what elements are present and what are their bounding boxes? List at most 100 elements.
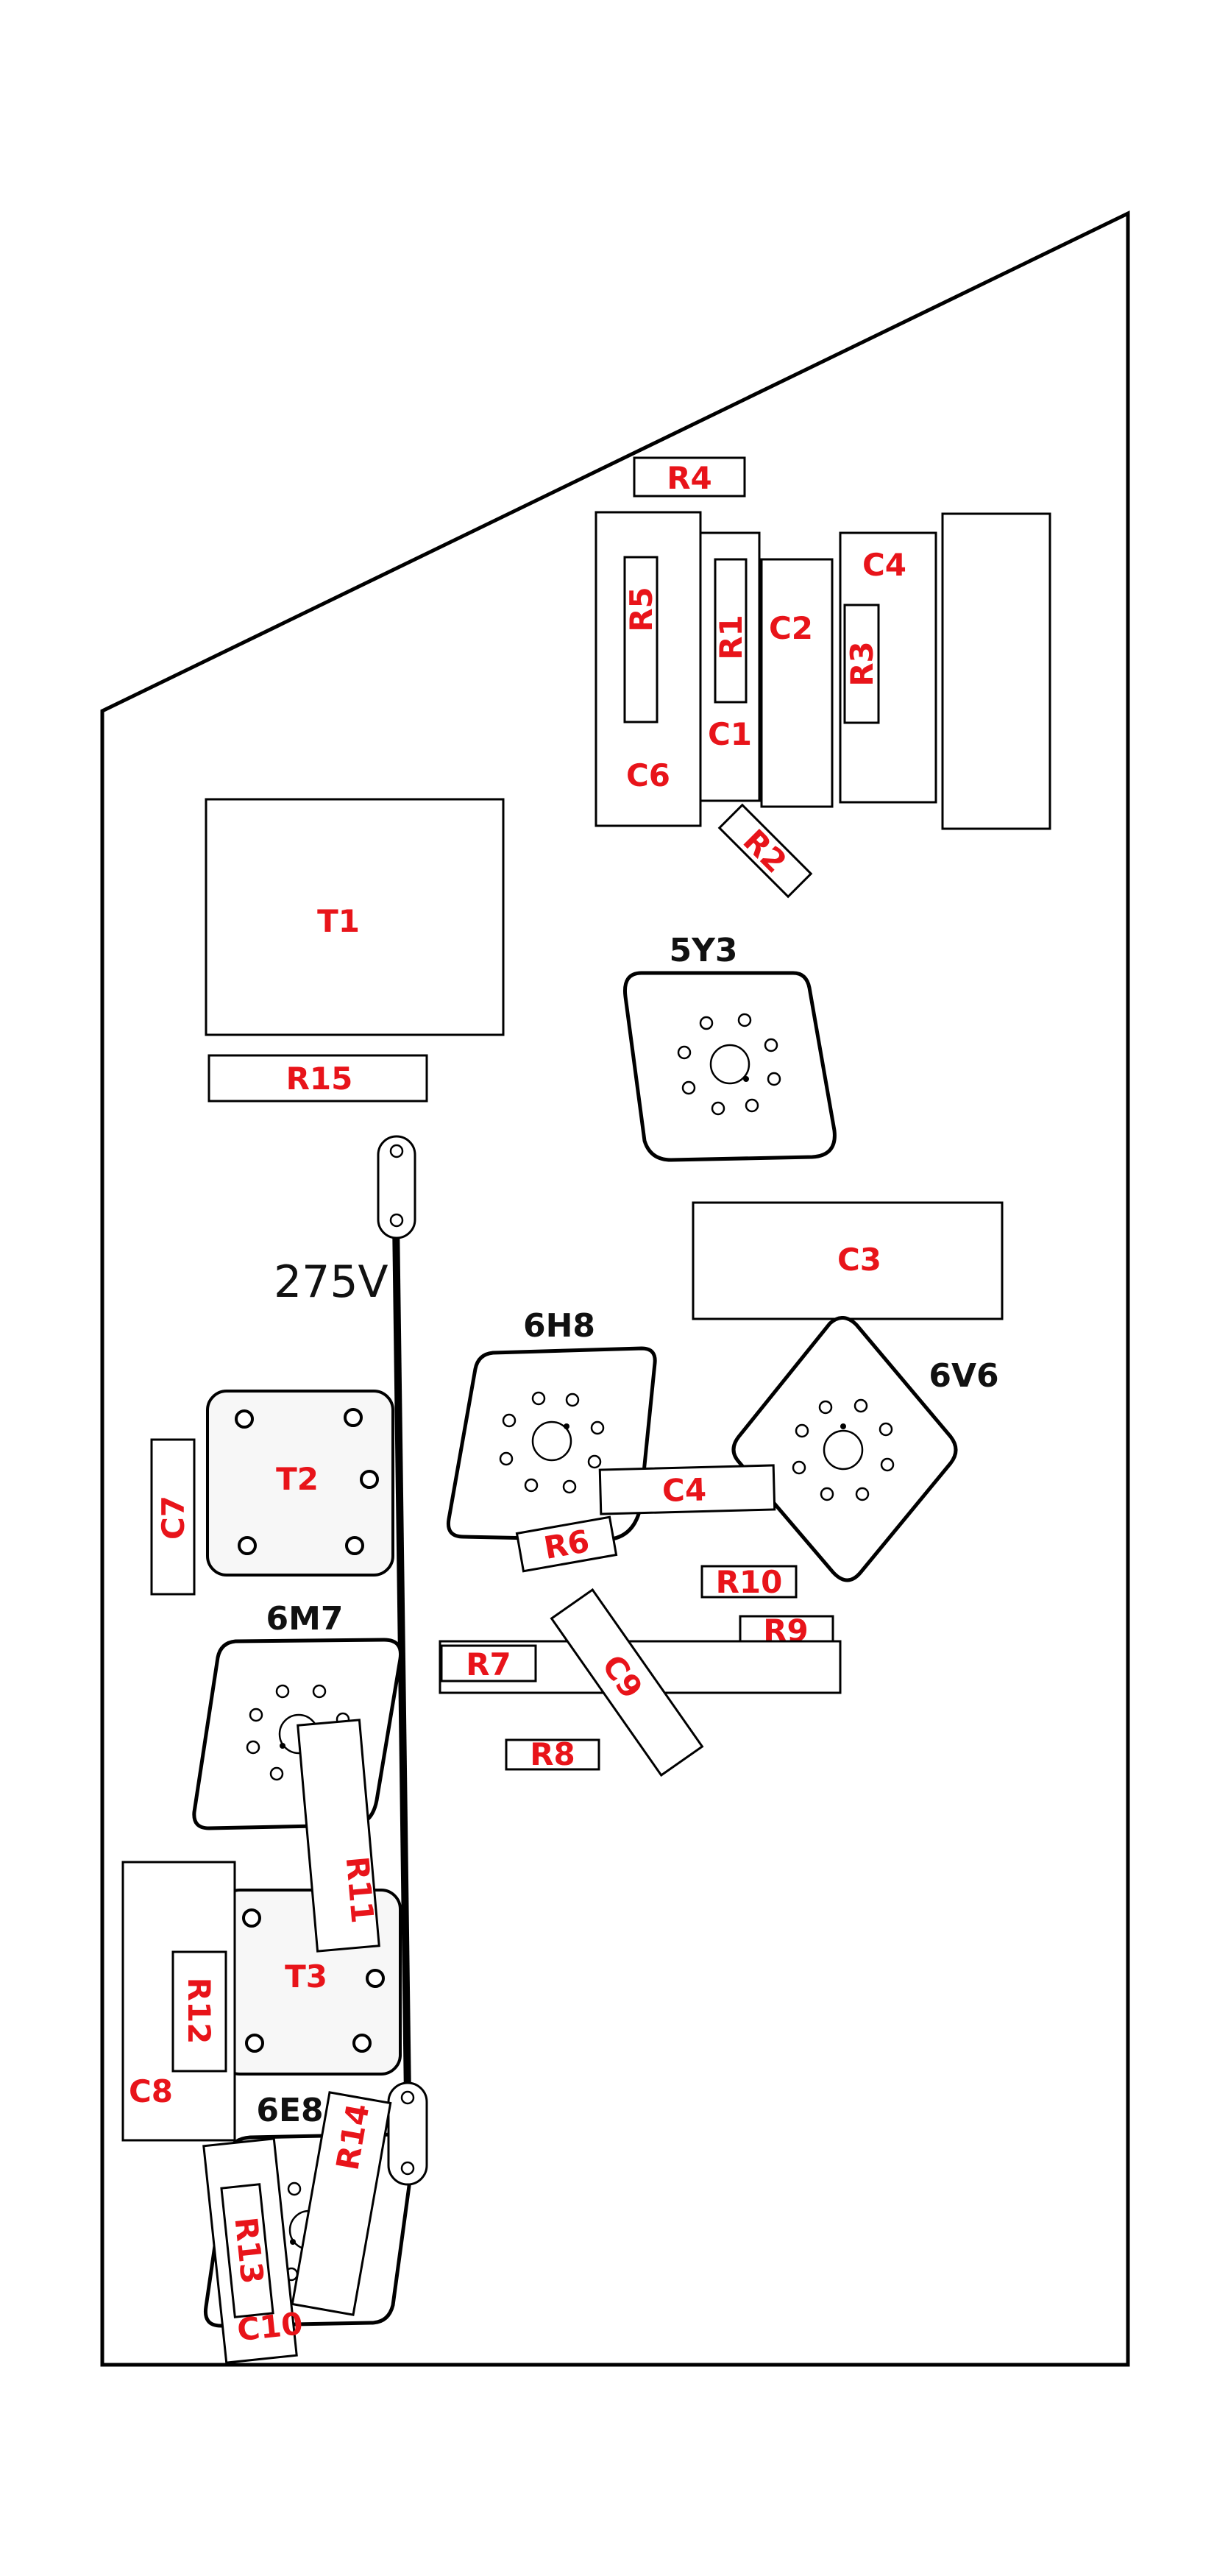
terminal-lug-bottom-hole <box>400 2090 415 2105</box>
r11-label: R11 <box>339 1855 381 1925</box>
r4-body <box>633 456 746 498</box>
r11-resistor: R11 <box>297 1719 381 1953</box>
tube-6h8-pin <box>565 1393 580 1407</box>
c7-label: C7 <box>155 1496 191 1540</box>
tube-6m7-pin <box>246 1740 260 1755</box>
tube-6h8-pin <box>499 1451 514 1466</box>
tube-6v6-label: 6V6 <box>929 1357 998 1395</box>
tube-5y3-label: 5Y3 <box>669 932 737 969</box>
tube-6h8-pin <box>531 1391 546 1406</box>
t2-transformer <box>206 1390 394 1577</box>
t2-mount-hole <box>344 1408 363 1427</box>
tube-6m7-pin <box>269 1766 284 1781</box>
r13-label: R13 <box>227 2215 270 2285</box>
tube-6v6-pin <box>792 1460 806 1475</box>
tube-5y3-key <box>743 1076 749 1082</box>
r2-resistor: R2 <box>717 803 813 899</box>
tube-5y3-pin <box>699 1016 714 1030</box>
tube-5y3-pin <box>745 1098 759 1113</box>
tube-6m7-label: 6M7 <box>266 1600 343 1638</box>
tube-5y3-pin <box>764 1038 778 1052</box>
unlabeled-capacitor-body <box>941 512 1051 830</box>
c1-label: C1 <box>708 716 752 752</box>
t1-label: T1 <box>317 903 360 939</box>
tube-6h8-pin <box>587 1454 602 1469</box>
t3-mount-hole <box>366 1969 385 1988</box>
tube-6m7-pin <box>312 1684 327 1699</box>
tube-6v6-pin <box>818 1400 833 1415</box>
tube-5y3-pin <box>711 1101 725 1116</box>
r7-body <box>440 1644 537 1682</box>
tube-5y3-pin <box>737 1013 752 1027</box>
tube-6e8-pin <box>287 2182 302 2196</box>
tube-6m7-pin <box>275 1684 290 1699</box>
r10-label: R10 <box>716 1564 783 1600</box>
terminal-lug-top <box>377 1135 416 1239</box>
r6-resistor: R6 <box>515 1515 618 1573</box>
r13-resistor: R13 <box>220 2183 274 2318</box>
c7-body <box>150 1438 196 1596</box>
t3-label: T3 <box>285 1958 327 1995</box>
t1-transformer <box>205 798 505 1036</box>
tube-6v6-pin <box>879 1422 893 1437</box>
c3-label: C3 <box>837 1242 881 1278</box>
tube-6e8-key <box>290 2239 296 2245</box>
terminal-lug-bottom <box>387 2081 428 2186</box>
t3-mount-hole <box>242 1908 261 1928</box>
tube-6e8-label: 6E8 <box>256 2092 323 2129</box>
c4-top-label: C4 <box>862 547 906 583</box>
r8-label: R8 <box>530 1736 575 1772</box>
r8-body <box>505 1738 600 1771</box>
c2-label: C2 <box>769 610 813 646</box>
tube-6h8-pin <box>562 1479 577 1494</box>
terminal-lug-top-hole <box>389 1213 404 1228</box>
tube-6v6-pin <box>853 1398 868 1413</box>
tube-6v6-center-hole <box>823 1429 864 1471</box>
t2-mount-hole <box>235 1409 254 1429</box>
r1-label: R1 <box>713 615 749 660</box>
terminal-lug-bottom-hole <box>400 2161 415 2176</box>
c3-body <box>692 1201 1004 1320</box>
r12-label: R12 <box>181 1978 217 2045</box>
tube-5y3-pin <box>767 1072 781 1086</box>
t2-label: T2 <box>276 1461 319 1497</box>
r10-body <box>700 1565 798 1599</box>
t2-mount-hole <box>345 1536 364 1555</box>
t2-mount-hole <box>360 1470 379 1489</box>
tube-6h8-pin <box>502 1413 517 1428</box>
tube-6v6-pin <box>880 1457 895 1472</box>
r7-label: R7 <box>466 1646 511 1682</box>
r3-body <box>843 604 880 724</box>
r4-label: R4 <box>667 460 712 496</box>
tube-6h8-key <box>564 1423 569 1429</box>
tube-6v6-pin <box>855 1487 870 1501</box>
chassis-outline <box>100 210 1130 2367</box>
c2-body <box>760 558 834 808</box>
tube-6v6-pin <box>820 1487 834 1501</box>
tube-6m7-key <box>280 1743 285 1749</box>
c6-label: C6 <box>626 757 670 793</box>
r1-body <box>714 558 748 704</box>
c8-label: C8 <box>129 2073 173 2109</box>
r3-label: R3 <box>844 641 880 687</box>
r12-body <box>171 1950 227 2073</box>
voltage-label: 275V <box>274 1256 388 1308</box>
c4-middle-capacitor: C4 <box>598 1464 776 1515</box>
r15-label: R15 <box>286 1061 353 1097</box>
tube-6v6-key <box>840 1423 846 1429</box>
r15-body <box>207 1054 428 1103</box>
tube-6v6-pin <box>795 1423 809 1438</box>
tube-6h8-pin <box>590 1420 605 1435</box>
t2-mount-hole <box>238 1536 257 1555</box>
t3-mount-hole <box>352 2034 372 2053</box>
r14-resistor: R14 <box>291 2091 392 2316</box>
tube-5y3-pin <box>681 1080 696 1095</box>
tube-5y3-pin <box>677 1045 692 1060</box>
tube-6h8-pin <box>524 1478 539 1493</box>
r5-label: R5 <box>623 587 659 632</box>
c4-middle-label: C4 <box>661 1471 706 1509</box>
r5-body <box>623 556 659 723</box>
tube-5y3-center-hole <box>709 1044 750 1085</box>
tube-6h8-label: 6H8 <box>523 1307 595 1345</box>
